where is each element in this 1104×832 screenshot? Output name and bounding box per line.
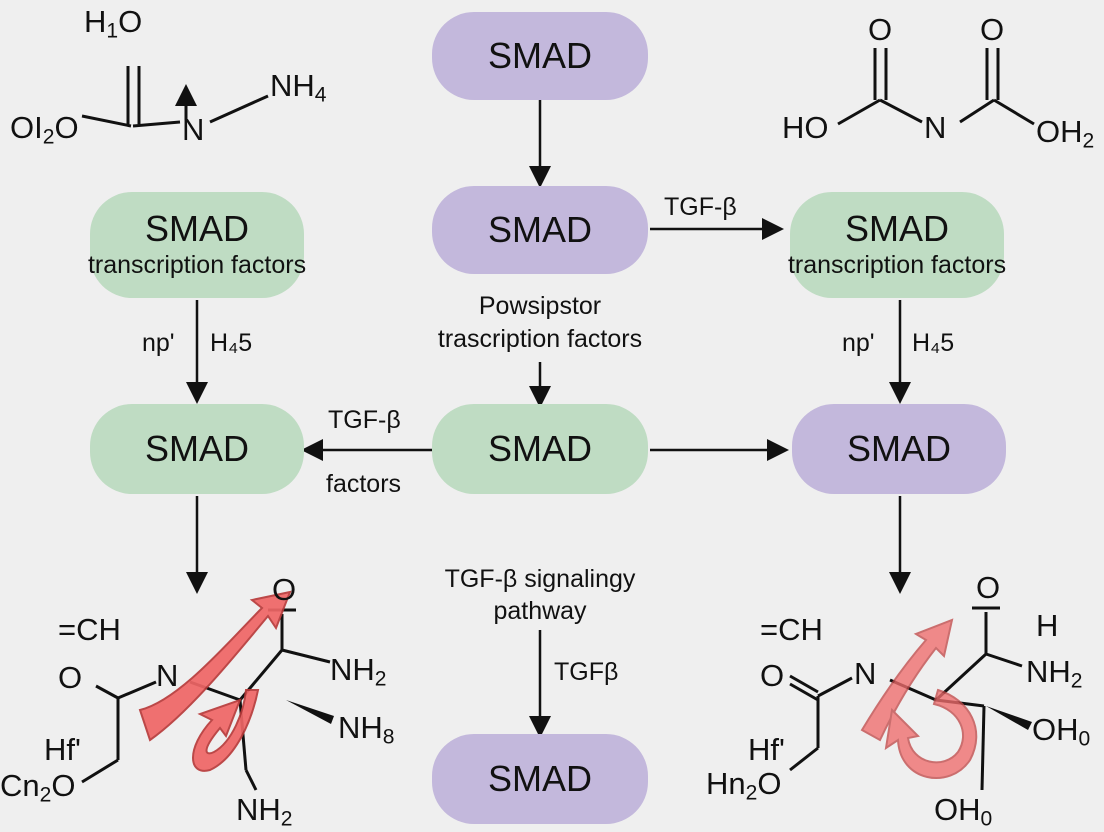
smad-node-left-mid-title: SMAD (144, 428, 249, 470)
chem-bottom-right-h-text: H (1036, 608, 1059, 643)
chem-top-right-o-left: O (868, 14, 892, 45)
chem-top-left-h1o: H1O (84, 4, 143, 43)
label-right-h45: H₄5 (912, 329, 955, 357)
smad-node-right-upper-title: SMAD (844, 208, 949, 250)
chem-top-left-oi2o: OI2O (10, 110, 79, 149)
label-factors: factors (326, 470, 402, 498)
label-right-np: np' (842, 329, 875, 357)
chem-top-right-oh2-text: OH2 (1036, 114, 1095, 153)
chem-bottom-left-n: N (156, 660, 178, 691)
label-left-h45: H₄5 (210, 329, 253, 357)
label-left-np: np' (142, 329, 175, 357)
chem-bottom-left-cch-text: =CH (58, 612, 121, 647)
chem-bottom-right-n: N (854, 658, 876, 689)
smad-node-bottom[interactable]: SMAD (432, 734, 648, 824)
red-curved-arrow-left (138, 590, 292, 772)
chem-bottom-left-n-text: N (156, 658, 179, 693)
chem-bottom-right-oh0-right: OH0 (1032, 712, 1091, 751)
smad-node-bottom-title: SMAD (487, 758, 592, 800)
smad-node-center-upper-title: SMAD (487, 209, 592, 251)
smad-node-right-upper-subtitle: transcription factors (787, 251, 1007, 280)
chem-bottom-left-nh2-right-text: NH2 (330, 652, 387, 691)
chem-top-right-ho: HO (782, 112, 829, 143)
smad-node-center-mid[interactable]: SMAD (432, 404, 648, 494)
smad-node-right-mid-title: SMAD (846, 428, 951, 470)
chem-bottom-right-hn2o: Hn2O (706, 766, 782, 805)
chem-top-left-h1o-text: H1O (84, 4, 143, 43)
chem-top-right-o-left-text: O (868, 12, 893, 47)
chem-bottom-right-o-left: O (760, 660, 784, 691)
chem-top-left-n-text: N (182, 112, 205, 147)
chem-bottom-right-oh0-bottom-text: OH0 (934, 792, 993, 831)
chem-bottom-left-o-left-text: O (58, 660, 83, 695)
red-curved-arrow-right (860, 618, 978, 779)
smad-node-left-upper-subtitle: transcription factors (87, 251, 307, 280)
wedge-bond-bottom-right (986, 706, 1032, 730)
chem-bottom-right-h: H (1036, 610, 1058, 641)
chem-bottom-left-o-top: O (272, 574, 296, 605)
chem-top-right-n: N (924, 112, 946, 143)
chem-bottom-right-o-top-text: O (976, 570, 1001, 605)
chem-bottom-left-o-left: O (58, 662, 82, 693)
chem-bottom-left-nh8: NH8 (338, 710, 395, 749)
smad-node-left-mid[interactable]: SMAD (90, 404, 304, 494)
label-trascription-factors: trascription factors (437, 325, 643, 353)
molecule-top-left-bonds (81, 66, 269, 128)
label-tgf-beta-top-right: TGF-β (664, 193, 737, 221)
chem-bottom-left-hf: Hf' (44, 734, 81, 765)
smad-node-center-upper[interactable]: SMAD (432, 186, 648, 274)
chem-bottom-right-cch: =CH (760, 614, 823, 645)
molecule-top-right-bonds (837, 48, 1035, 126)
smad-node-right-mid[interactable]: SMAD (792, 404, 1006, 494)
chem-bottom-left-cn2o-text: Cn2O (0, 768, 76, 807)
chem-bottom-left-nh2-bottom-text: NH2 (236, 792, 293, 831)
chem-bottom-left-hf-text: Hf' (44, 732, 81, 767)
chem-bottom-right-hf-text: Hf' (748, 732, 785, 767)
chem-bottom-left-nh2-bottom: NH2 (236, 792, 293, 831)
chem-bottom-left-nh2-right: NH2 (330, 652, 387, 691)
smad-node-top[interactable]: SMAD (432, 12, 648, 100)
label-pathway-line2: pathway (493, 597, 587, 625)
chem-bottom-right-hn2o-text: Hn2O (706, 766, 782, 805)
chem-top-right-n-text: N (924, 110, 947, 145)
chem-bottom-right-n-text: N (854, 656, 877, 691)
chem-top-left-nh4-text: NH4 (270, 68, 327, 107)
label-tgfb-bottom: TGFβ (554, 658, 619, 686)
chem-top-right-oh2: OH2 (1036, 114, 1095, 153)
chem-bottom-right-nh2: NH2 (1026, 654, 1083, 693)
chem-bottom-right-o-left-text: O (760, 658, 785, 693)
chem-top-left-oi2o-text: OI2O (10, 110, 79, 149)
chem-top-right-o-right-text: O (980, 12, 1005, 47)
chem-top-left-n: N (182, 114, 204, 145)
label-pathway-line1: TGF-β signalingy (444, 565, 636, 593)
label-tgf-beta-left-mid: TGF-β (328, 406, 401, 434)
chem-bottom-right-oh0-right-text: OH0 (1032, 712, 1091, 751)
chem-bottom-left-o-top-text: O (272, 572, 297, 607)
chem-bottom-left-cch: =CH (58, 614, 121, 645)
chem-bottom-right-hf: Hf' (748, 734, 785, 765)
smad-node-top-title: SMAD (487, 35, 592, 77)
chem-top-right-o-right: O (980, 14, 1004, 45)
chem-bottom-right-nh2-text: NH2 (1026, 654, 1083, 693)
chem-bottom-left-cn2o: Cn2O (0, 768, 76, 807)
label-powsipstor: Powsipstor (478, 292, 602, 320)
chem-bottom-right-o-top: O (976, 572, 1000, 603)
wedge-bond-bottom-left (286, 700, 334, 724)
smad-node-left-upper[interactable]: SMAD transcription factors (87, 192, 307, 298)
smad-node-left-upper-title: SMAD (144, 208, 249, 250)
smad-node-right-upper[interactable]: SMAD transcription factors (787, 192, 1007, 298)
smad-node-center-mid-title: SMAD (487, 428, 592, 470)
chem-bottom-left-nh8-text: NH8 (338, 710, 395, 749)
chem-bottom-right-cch-text: =CH (760, 612, 823, 647)
chem-top-right-ho-text: HO (782, 110, 829, 145)
chem-bottom-right-oh0-bottom: OH0 (934, 792, 993, 831)
chem-top-left-nh4: NH4 (270, 68, 327, 107)
